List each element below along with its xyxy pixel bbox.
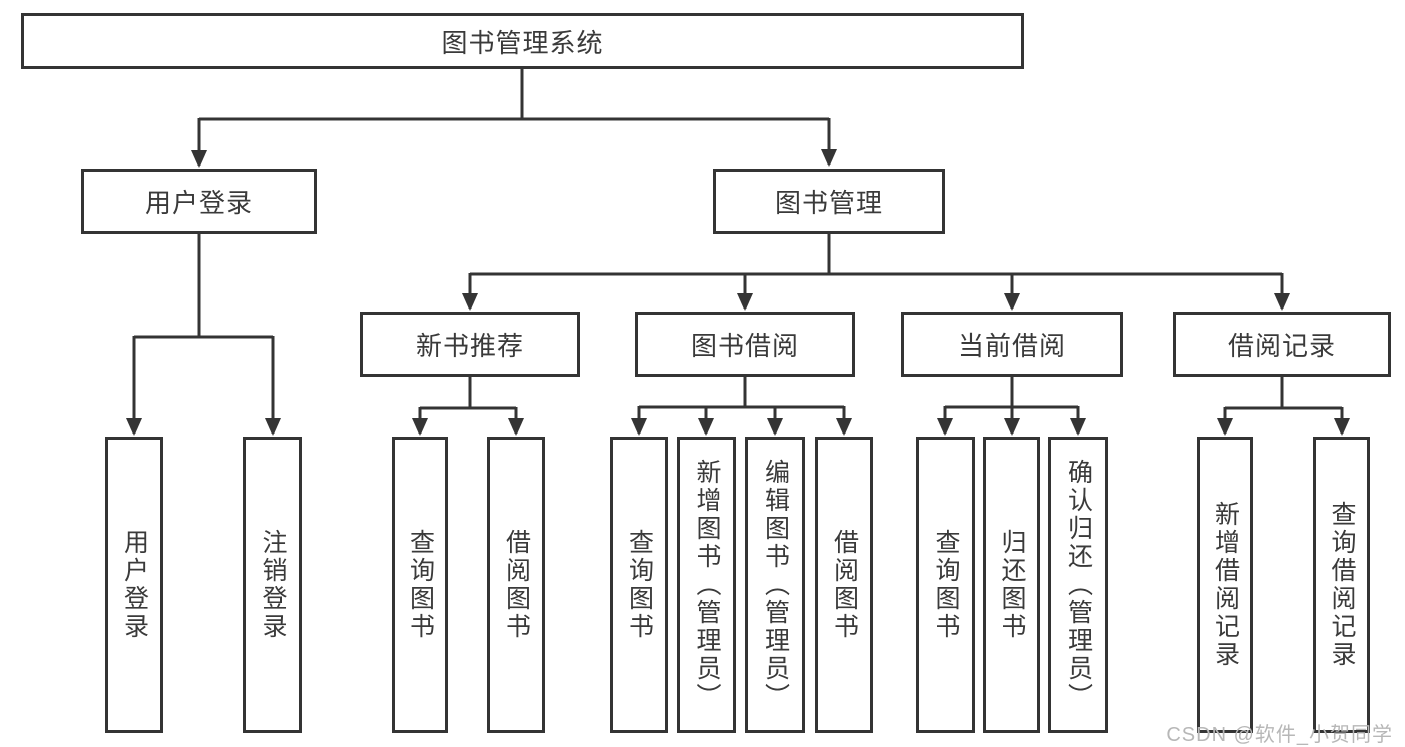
leaf-query-books-recommend: 查询图书 <box>392 437 448 733</box>
node-book-borrow: 图书借阅 <box>635 312 855 377</box>
leaf-query-books-borrow: 查询图书 <box>610 437 668 733</box>
leaf-logout: 注销登录 <box>243 437 302 733</box>
leaf-add-books-admin: 新增图书（管理员） <box>677 437 736 733</box>
node-borrow-records: 借阅记录 <box>1173 312 1391 377</box>
node-library-management-system: 图书管理系统 <box>21 13 1024 69</box>
leaf-add-borrow-record: 新增借阅记录 <box>1197 437 1253 733</box>
leaf-query-books-current: 查询图书 <box>916 437 975 733</box>
leaf-query-borrow-record: 查询借阅记录 <box>1313 437 1370 733</box>
node-book-management: 图书管理 <box>713 169 945 234</box>
leaf-user-login: 用户登录 <box>105 437 163 733</box>
node-user-login: 用户登录 <box>81 169 317 234</box>
node-new-book-recommend: 新书推荐 <box>360 312 580 377</box>
node-current-borrow: 当前借阅 <box>901 312 1123 377</box>
leaf-confirm-return-admin: 确认归还（管理员） <box>1048 437 1108 733</box>
leaf-borrow-books-recommend: 借阅图书 <box>487 437 545 733</box>
leaf-return-books: 归还图书 <box>983 437 1040 733</box>
leaf-edit-books-admin: 编辑图书（管理员） <box>745 437 805 733</box>
csdn-watermark: CSDN @软件_小贺同学 <box>1166 724 1393 746</box>
leaf-borrow-books: 借阅图书 <box>815 437 873 733</box>
